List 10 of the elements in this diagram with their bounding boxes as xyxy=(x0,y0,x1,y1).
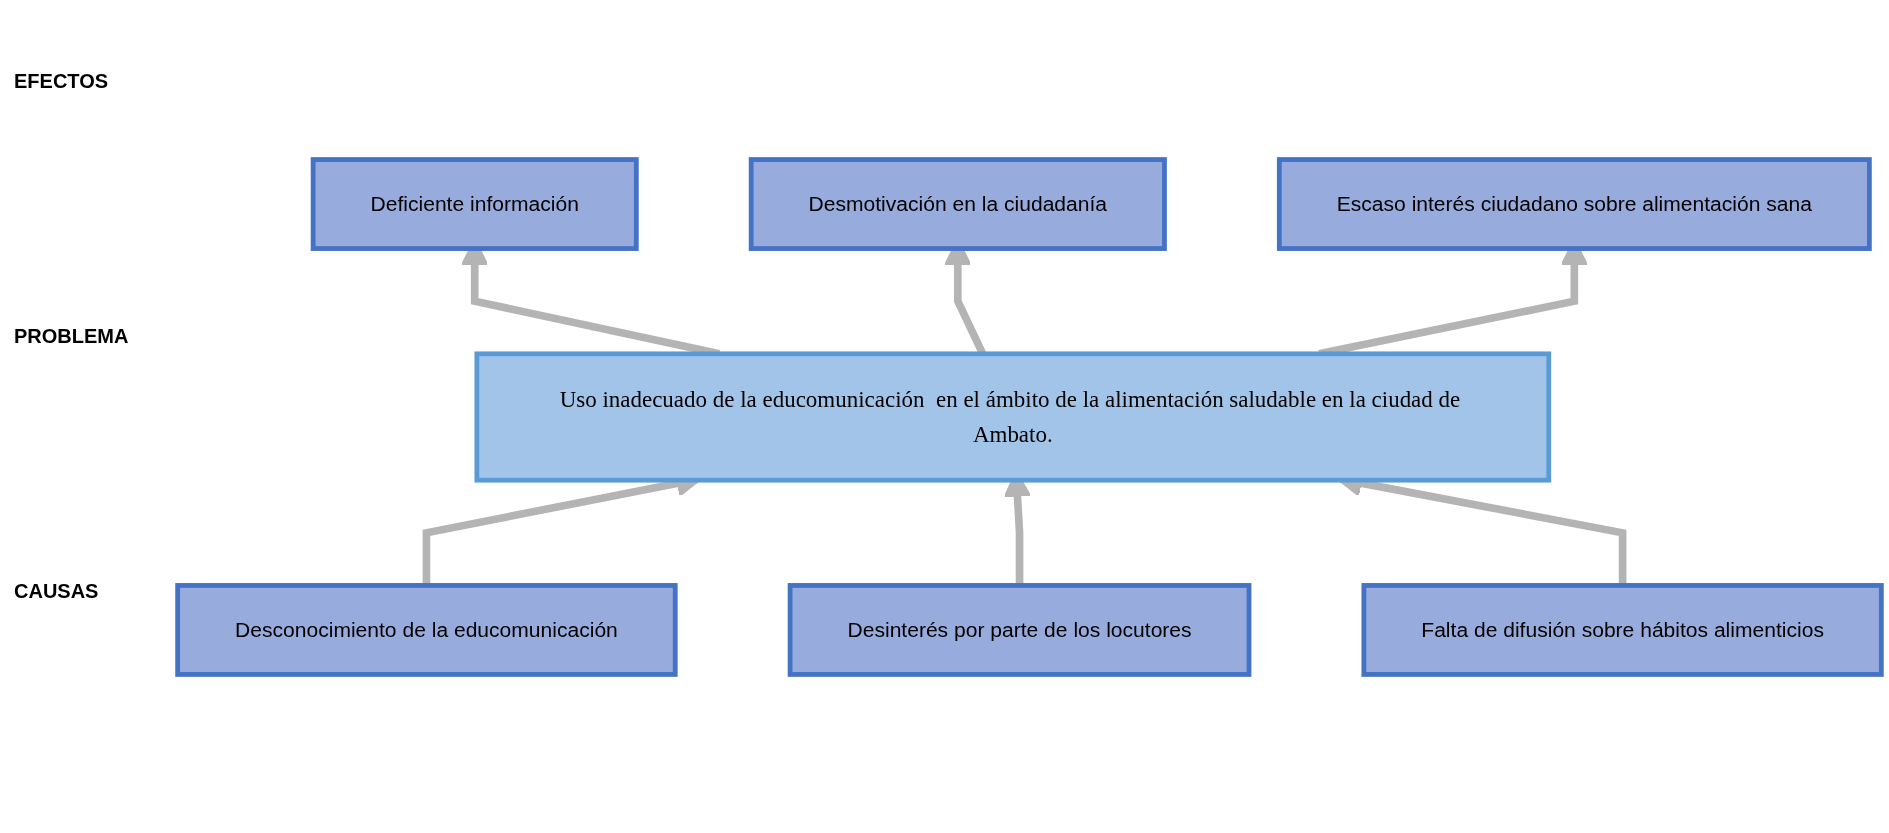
node-box: Desinterés por parte de los locutores xyxy=(787,582,1252,677)
row-label: PROBLEMA xyxy=(14,325,130,348)
node-box: Desmotivación en la ciudadanía xyxy=(748,156,1167,251)
node-box: Falta de difusión sobre hábitos alimenticios xyxy=(1361,582,1884,677)
node-box: Escaso interés ciudadano sobre alimentación sana xyxy=(1276,156,1872,251)
node-box: Deficiente información xyxy=(310,156,639,251)
row-label: CAUSAS xyxy=(14,580,100,603)
node-box: Uso inadecuado de la educomunicación en el ámbito de la alimentación saludable en la ciudad de Ambato. xyxy=(474,350,1552,483)
node-box: Desconocimiento de la educomunicación xyxy=(175,582,678,677)
row-label: EFECTOS xyxy=(14,70,110,93)
